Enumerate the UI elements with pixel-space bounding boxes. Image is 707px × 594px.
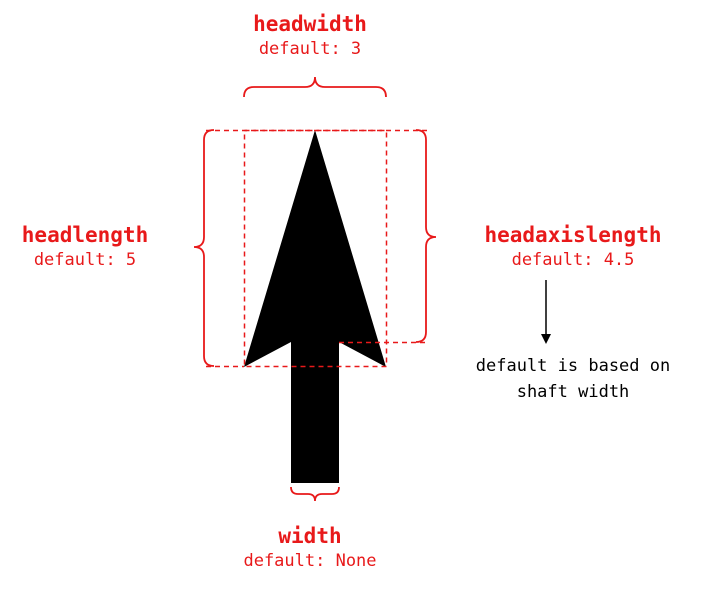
note-line-2: shaft width bbox=[516, 382, 630, 402]
headlength-title: headlength bbox=[21, 223, 149, 247]
headlength-guide-lines bbox=[206, 129, 428, 368]
width-brace bbox=[290, 486, 340, 502]
note-pointer-head bbox=[541, 334, 551, 344]
width-label: width default: None bbox=[210, 526, 410, 570]
headwidth-title: headwidth bbox=[253, 12, 367, 36]
shaft-width-note: default is based on shaft width bbox=[453, 353, 693, 405]
headlength-label: headlength default: 5 bbox=[5, 225, 165, 269]
headwidth-label: headwidth default: 3 bbox=[210, 14, 410, 58]
headlength-default: default: 5 bbox=[33, 250, 137, 270]
headlength-brace bbox=[193, 129, 215, 367]
note-line-1: default is based on bbox=[475, 356, 671, 376]
headwidth-brace bbox=[243, 76, 387, 98]
width-title: width bbox=[278, 524, 342, 548]
headaxislength-brace bbox=[415, 129, 437, 343]
arrow-shape bbox=[244, 130, 386, 483]
headaxislength-default: default: 4.5 bbox=[511, 250, 635, 270]
width-default: default: None bbox=[243, 551, 377, 571]
headwidth-default: default: 3 bbox=[258, 39, 362, 59]
headaxislength-label: headaxislength default: 4.5 bbox=[463, 225, 683, 269]
headaxislength-title: headaxislength bbox=[484, 223, 662, 247]
